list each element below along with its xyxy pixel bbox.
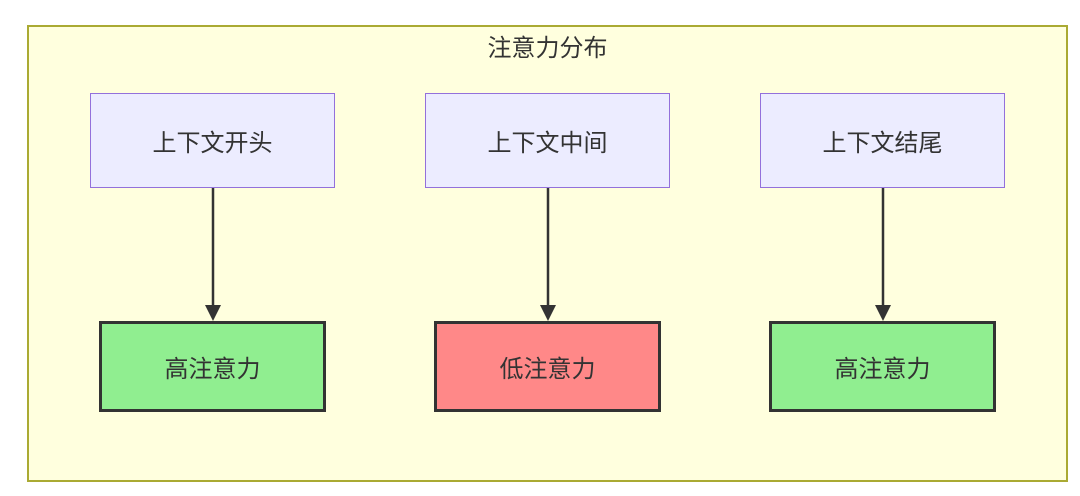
flow-columns: 上下文开头 高注意力 上下文中间 xyxy=(90,93,1005,412)
node-low-attention-label: 低注意力 xyxy=(499,356,596,383)
flow-column-context-start: 上下文开头 高注意力 xyxy=(90,93,335,412)
node-context-middle: 上下文中间 xyxy=(425,93,670,188)
flow-column-context-end: 上下文结尾 高注意力 xyxy=(760,93,1005,412)
arrow-down-icon xyxy=(204,188,221,321)
cluster-title: 注意力分布 xyxy=(487,35,608,62)
attention-distribution-cluster: 注意力分布 上下文开头 高注意力 上下文中间 xyxy=(27,25,1068,482)
node-context-end-label: 上下文结尾 xyxy=(822,130,943,157)
node-high-attention-2: 高注意力 xyxy=(769,321,996,412)
node-high-attention-1: 高注意力 xyxy=(99,321,326,412)
arrow-down-icon xyxy=(539,188,556,321)
node-low-attention: 低注意力 xyxy=(434,321,661,412)
node-context-start-label: 上下文开头 xyxy=(152,130,273,157)
node-high-attention-2-label: 高注意力 xyxy=(834,356,931,383)
node-context-end: 上下文结尾 xyxy=(760,93,1005,188)
node-high-attention-1-label: 高注意力 xyxy=(164,356,261,383)
node-context-middle-label: 上下文中间 xyxy=(487,130,608,157)
flow-column-context-middle: 上下文中间 低注意力 xyxy=(425,93,670,412)
node-context-start: 上下文开头 xyxy=(90,93,335,188)
arrow-down-icon xyxy=(874,188,891,321)
